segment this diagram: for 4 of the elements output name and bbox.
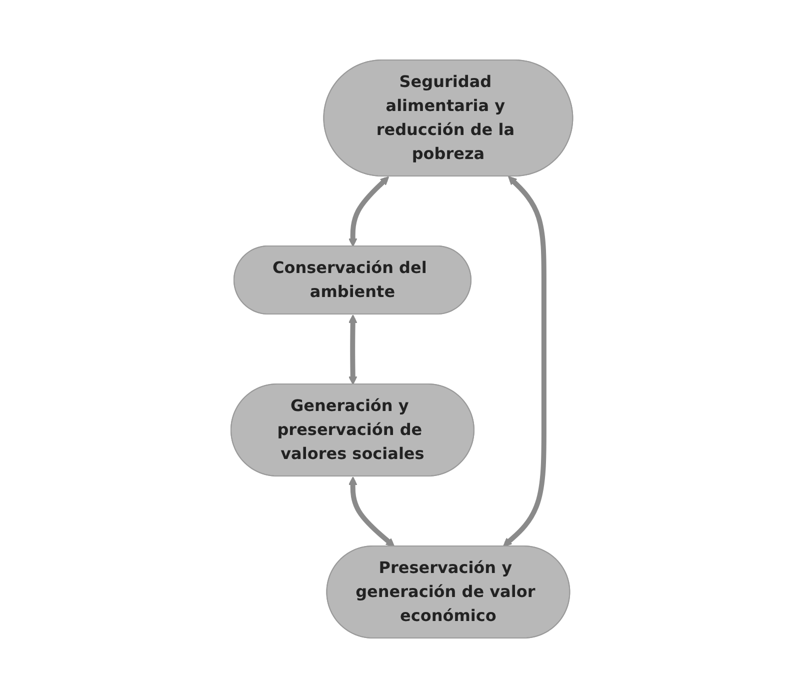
arrow	[348, 176, 390, 246]
arrow	[348, 314, 358, 384]
arrow	[348, 476, 395, 546]
arrow	[503, 176, 547, 546]
